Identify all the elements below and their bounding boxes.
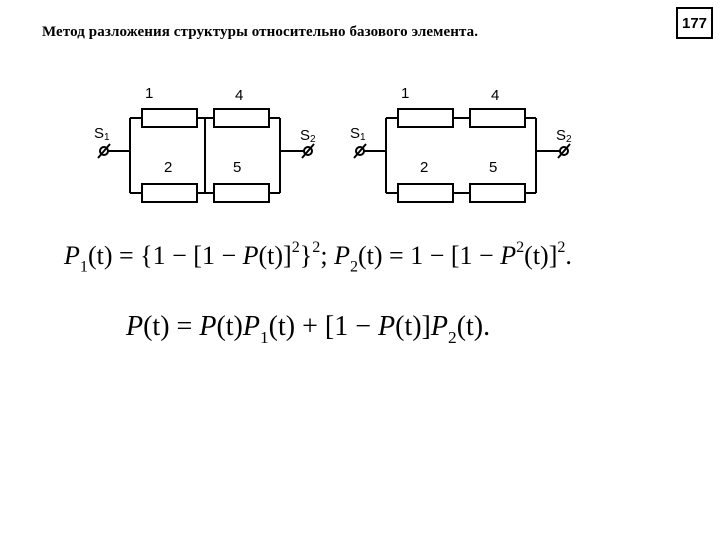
label-2: 2	[420, 159, 428, 176]
terminal-right-circle	[559, 146, 569, 156]
label-4: 4	[235, 87, 243, 104]
page-number: 177	[676, 7, 713, 39]
equation-2: P(t) = P(t)P1(t) + [1 − P(t)]P2(t).	[126, 311, 491, 347]
resistor-4	[469, 108, 526, 128]
label-2: 2	[164, 159, 172, 176]
slide-title: Метод разложения структуры относительно …	[42, 24, 479, 40]
label-5: 5	[233, 159, 241, 176]
label-5: 5	[489, 159, 497, 176]
equation-1: P1(t) = {1 − [1 − P(t)]2}2; P2(t) = 1 − …	[64, 239, 572, 276]
label-4: 4	[491, 87, 499, 104]
terminal-label-s2: S2	[300, 127, 316, 145]
resistor-5	[469, 183, 526, 203]
circuit-diagram-1: 1 4 2 5 S1 S2	[94, 85, 316, 203]
resistor-2	[397, 183, 454, 203]
resistor-2	[141, 183, 198, 203]
resistor-4	[213, 108, 270, 128]
circuit-diagram-2: 1 4 2 5 S1 S2	[350, 85, 572, 203]
terminal-right-circle	[303, 146, 313, 156]
label-1: 1	[401, 85, 409, 102]
resistor-1	[141, 108, 198, 128]
terminal-label-s1: S1	[350, 125, 366, 143]
resistor-1	[397, 108, 454, 128]
label-1: 1	[145, 85, 153, 102]
terminal-label-s2: S2	[556, 127, 572, 145]
resistor-5	[213, 183, 270, 203]
terminal-label-s1: S1	[94, 125, 110, 143]
